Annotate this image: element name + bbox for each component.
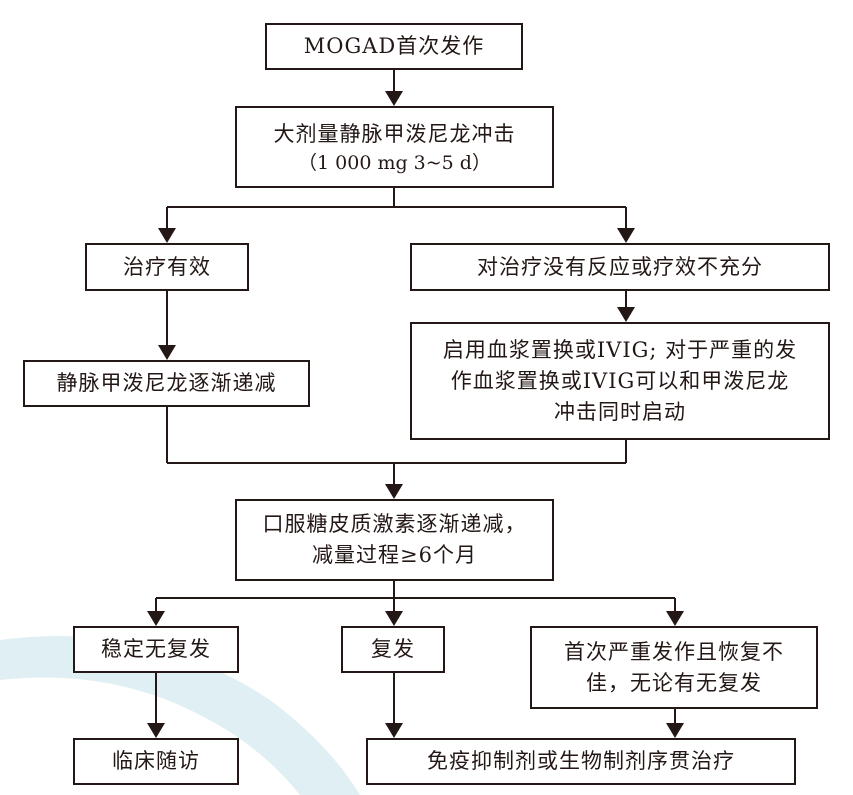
node-follow-up: 临床随访: [73, 738, 239, 785]
arrowhead: [147, 611, 165, 626]
node-text: 作血浆置换或IVIG可以和甲泼尼龙: [450, 368, 790, 393]
node-dose-text: （1 000 mg 3~5 d）: [298, 151, 491, 174]
node-text: 临床随访: [112, 749, 200, 773]
node-ivmp-pulse: 大剂量静脉甲泼尼龙冲击 （1 000 mg 3~5 d）: [235, 106, 554, 188]
node-plex-ivig: 启用血浆置换或IVIG; 对于严重的发 作血浆置换或IVIG可以和甲泼尼龙 冲击…: [410, 322, 830, 440]
node-text: 首次严重发作且恢复不: [564, 639, 784, 664]
arrowhead: [385, 611, 403, 626]
arrowhead: [385, 91, 403, 106]
arrowhead: [158, 345, 176, 360]
node-text: 复发: [371, 637, 415, 661]
node-text: 稳定无复发: [101, 637, 211, 661]
node-text: 佳，无论有无复发: [586, 670, 762, 695]
node-text: 大剂量静脉甲泼尼龙冲击: [273, 121, 516, 146]
node-text: 启用血浆置换或IVIG; 对于严重的发: [442, 337, 798, 362]
node-severe-first: 首次严重发作且恢复不 佳，无论有无复发: [530, 626, 818, 709]
node-text: 静脉甲泼尼龙逐渐递减: [56, 371, 277, 395]
node-oral-steroid: 口服糖皮质激素逐渐递减， 减量过程≥6个月: [235, 499, 554, 581]
arrowhead: [147, 723, 165, 738]
node-text: 减量过程≥6个月: [312, 543, 477, 567]
arrowhead: [617, 307, 635, 322]
node-text: 治疗有效: [123, 254, 211, 279]
node-text: 免疫抑制剂或生物制剂序贯治疗: [427, 749, 735, 773]
node-relapse: 复发: [341, 626, 445, 673]
arrowhead: [666, 611, 684, 626]
arrowhead: [666, 723, 684, 738]
arrowhead: [385, 723, 403, 738]
node-text: MOGAD首次发作: [303, 34, 485, 58]
node-ivmp-taper: 静脉甲泼尼龙逐渐递减: [23, 360, 310, 407]
node-effective: 治疗有效: [85, 243, 249, 291]
node-no-response: 对治疗没有反应或疗效不充分: [410, 243, 830, 291]
node-text: 口服糖皮质激素逐渐递减，: [262, 512, 527, 536]
arrowhead: [617, 228, 635, 243]
arrowhead: [158, 228, 176, 243]
node-text: 对治疗没有反应或疗效不充分: [477, 254, 763, 279]
node-stable: 稳定无复发: [73, 626, 239, 673]
node-maintenance: 免疫抑制剂或生物制剂序贯治疗: [366, 738, 796, 785]
arrowhead: [385, 484, 403, 499]
node-onset: MOGAD首次发作: [265, 23, 523, 70]
node-text: 冲击同时启动: [554, 399, 686, 424]
